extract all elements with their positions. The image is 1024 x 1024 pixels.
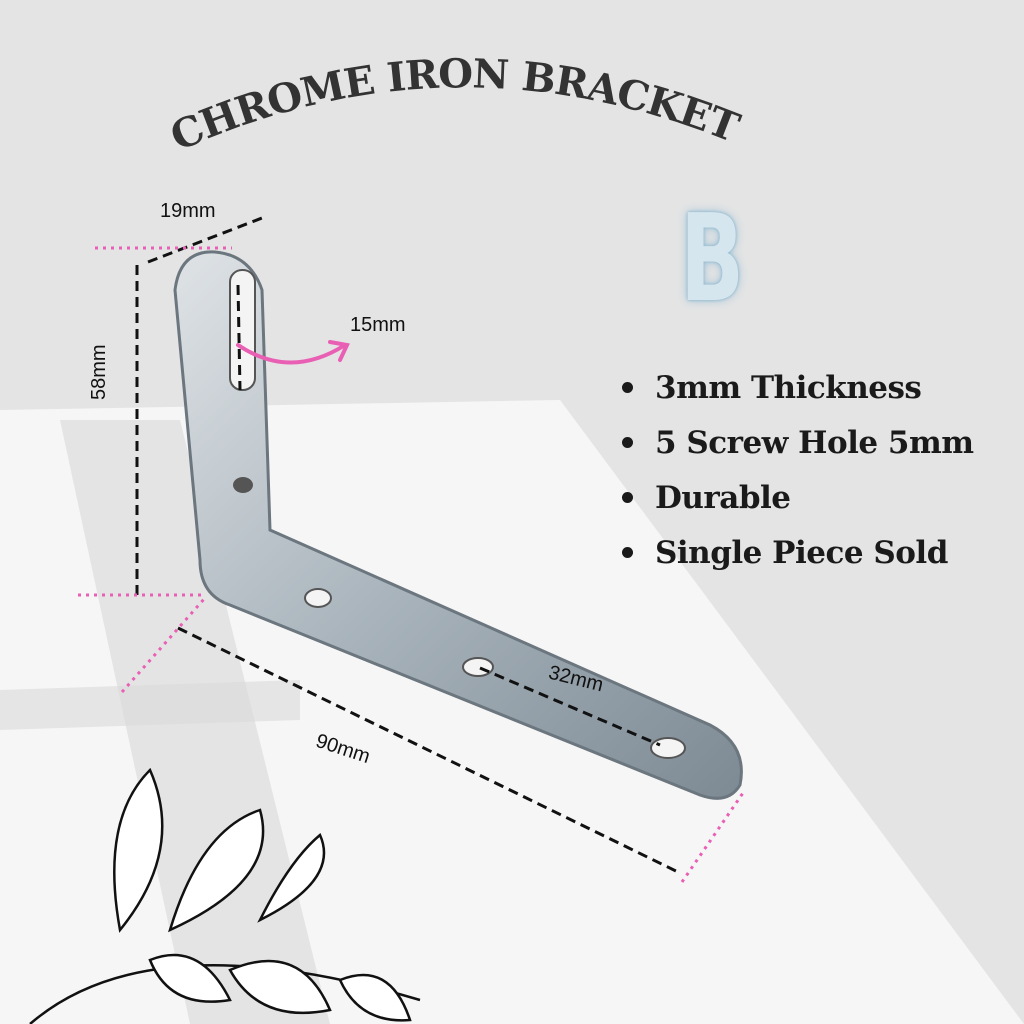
bullet-icon [622,547,633,558]
feature-list: 3mm Thickness 5 Screw Hole 5mm Durable S… [618,360,974,580]
guide-lines [78,246,747,883]
feature-item: 3mm Thickness [618,360,974,415]
page-title: CHROME IRON BRACKET [164,50,746,160]
bullet-icon [622,437,633,448]
height-label: 58mm [88,344,110,400]
bullet-icon [622,382,633,393]
width-label: 19mm [160,200,216,222]
bracket-image [173,250,743,800]
arrow-icon [236,340,350,365]
leaf-decoration [29,767,421,1024]
variant-badge: B [680,190,745,329]
slot-label: 15mm [350,314,406,336]
feature-item: Single Piece Sold [618,525,974,580]
bullet-icon [622,492,633,503]
feature-item: 5 Screw Hole 5mm [618,415,974,470]
dimension-lines [135,216,679,874]
feature-item: Durable [618,470,974,525]
